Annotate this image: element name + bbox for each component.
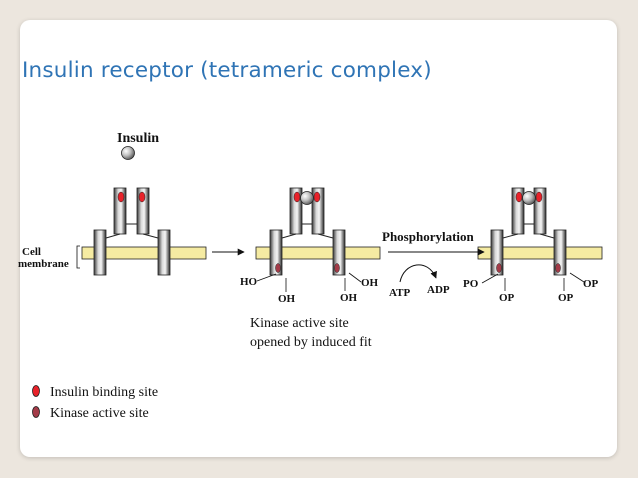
receptor-phosphorylated-kinase-site-1 xyxy=(496,263,502,273)
oh-label-3: OH xyxy=(361,277,379,289)
receptor-bound-binding-site-2 xyxy=(313,191,321,203)
oh-label-2: OH xyxy=(340,292,358,304)
receptor-phosphorylated-bound-insulin xyxy=(522,191,536,205)
receptor-unbound-connector-2 xyxy=(142,233,159,239)
po-label: PO xyxy=(463,278,479,290)
insulin-label: Insulin xyxy=(117,131,159,146)
receptor-phosphorylated-kinase-site-2 xyxy=(555,263,561,273)
op-bond-3 xyxy=(569,272,585,283)
slide-card xyxy=(20,20,617,457)
receptor-unbound-beta-2 xyxy=(157,229,171,276)
receptor-phosphorylated-connector-2 xyxy=(539,233,555,239)
receptor-unbound-membrane xyxy=(81,246,207,260)
receptor-bound-binding-site-1 xyxy=(293,191,301,203)
caption-line2: opened by induced fit xyxy=(250,335,372,350)
membrane-bracket xyxy=(76,245,80,269)
receptor-unbound-binding-site-1 xyxy=(117,191,125,203)
slide-title: Insulin receptor (tetrameric complex) xyxy=(22,58,432,83)
op-label-3: OP xyxy=(583,278,599,290)
op-label-2: OP xyxy=(558,292,574,304)
legend-binding-site-label: Insulin binding site xyxy=(50,385,158,400)
oh-bond-3 xyxy=(348,272,362,283)
receptor-bound-kinase-site-2 xyxy=(334,263,340,273)
legend-kinase-site-icon xyxy=(32,406,40,418)
atp-label: ATP xyxy=(389,287,410,299)
receptor-bound-kinase-site-1 xyxy=(275,263,281,273)
legend: Insulin binding site Kinase active site xyxy=(32,385,158,421)
membrane-label-line1: Cell xyxy=(22,246,41,258)
legend-binding-site-icon xyxy=(32,385,40,397)
phosphorylation-label: Phosphorylation xyxy=(382,229,475,244)
ho-label: HO xyxy=(240,276,258,288)
insulin-molecule xyxy=(121,146,135,160)
receptor-bound-connector-2 xyxy=(317,233,334,239)
atp-adp-curve-arrow xyxy=(399,264,437,283)
membrane-label-line2: membrane xyxy=(18,258,69,270)
receptor-bound-bound-insulin xyxy=(300,191,314,205)
receptor-phosphorylated-connector-1 xyxy=(502,233,519,239)
receptor-phosphorylated-binding-site-1 xyxy=(515,191,523,203)
adp-label: ADP xyxy=(427,284,450,296)
receptor-bound-membrane xyxy=(255,246,381,260)
legend-kinase-site-label: Kinase active site xyxy=(50,406,149,421)
po-bond xyxy=(481,273,499,284)
receptor-bound-connector-1 xyxy=(281,233,297,239)
ho-bond xyxy=(256,273,277,282)
receptor-unbound-connector-1 xyxy=(105,233,121,239)
receptor-phosphorylated-binding-site-2 xyxy=(535,191,543,203)
receptor-unbound-binding-site-2 xyxy=(138,191,146,203)
oh-label-1: OH xyxy=(278,293,296,305)
receptor-unbound-beta-1 xyxy=(93,229,107,276)
caption-line1: Kinase active site xyxy=(250,316,349,331)
op-label-1: OP xyxy=(499,292,515,304)
